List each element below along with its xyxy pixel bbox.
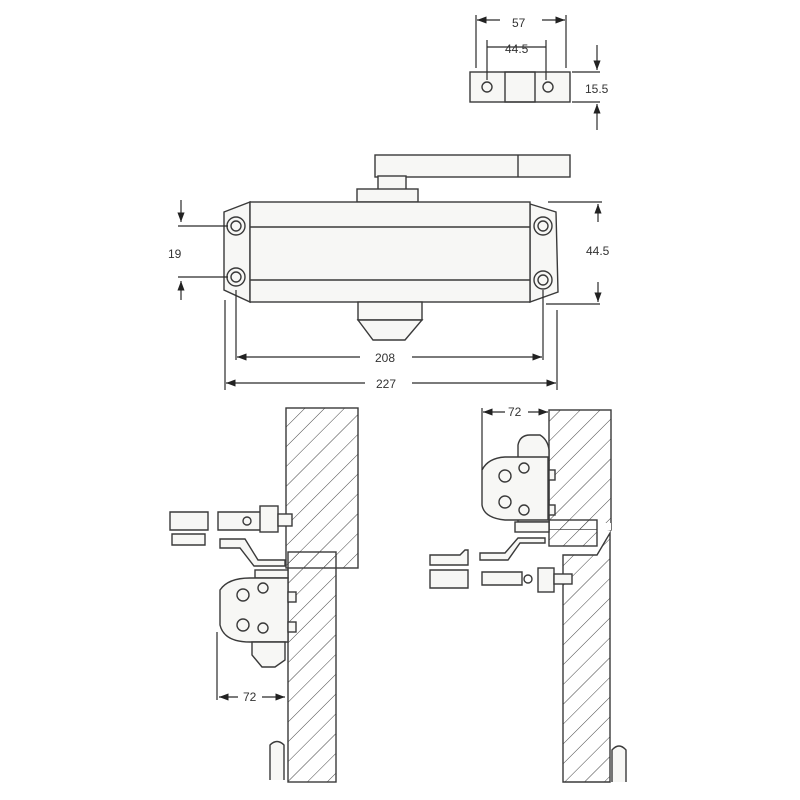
bracket-hole-spacing-label: 44.5	[505, 42, 529, 56]
left-projection-label: 72	[243, 690, 257, 704]
mounting-holes	[226, 216, 553, 290]
installation-right: 72	[429, 405, 627, 783]
hole-offset-label: 19	[168, 247, 182, 261]
overall-length-label: 227	[376, 377, 396, 391]
right-projection-label: 72	[508, 405, 522, 419]
hole-spacing-label: 208	[375, 351, 395, 365]
mounting-bracket: 57 44.5 15.5	[469, 15, 609, 130]
bracket-height-label: 15.5	[585, 82, 609, 96]
bracket-width-label: 57	[512, 16, 526, 30]
body-height-label: 44.5	[586, 244, 610, 258]
installation-left: 72	[169, 407, 359, 783]
door-closer-front-view: 19 44.5 208 227	[168, 154, 610, 391]
